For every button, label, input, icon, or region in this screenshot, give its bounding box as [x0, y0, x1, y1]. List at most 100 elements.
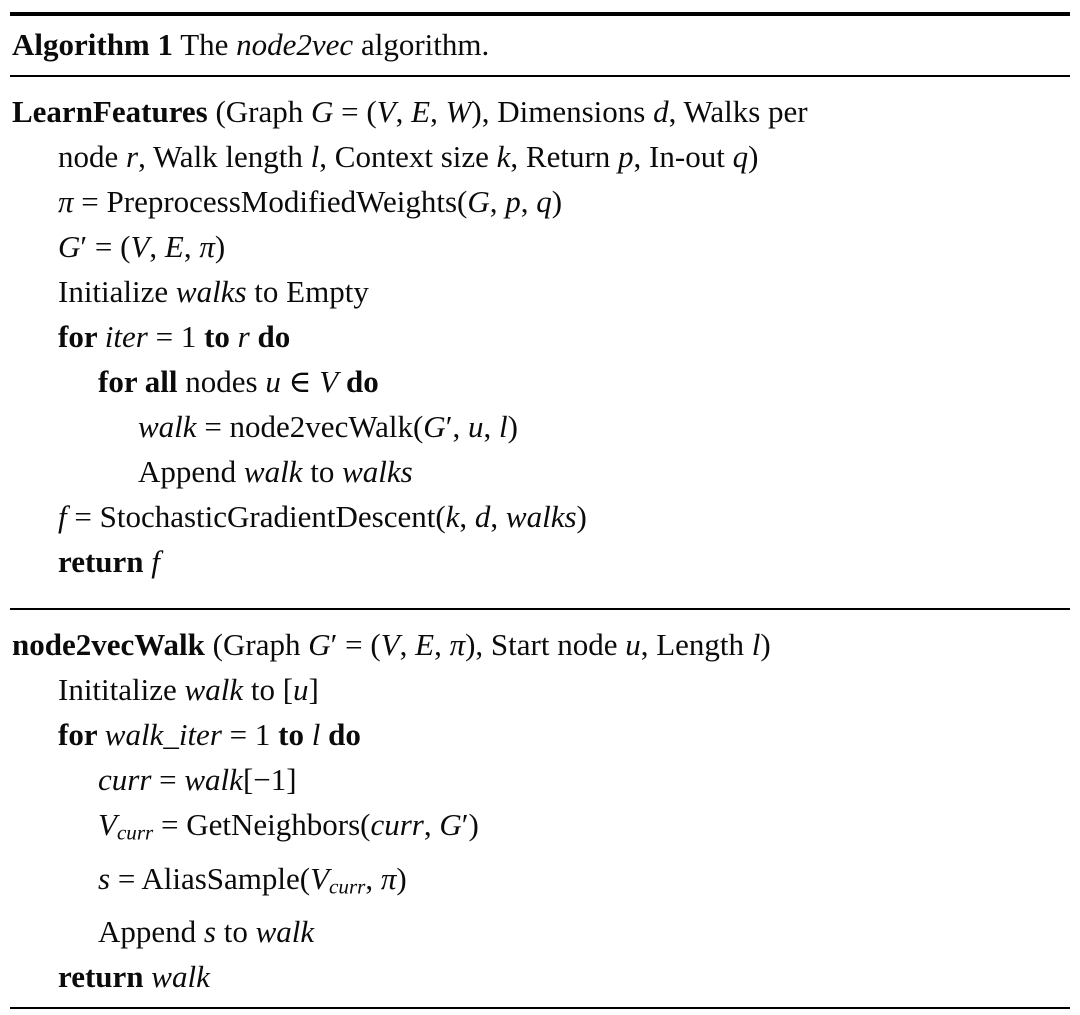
text-segment: d: [653, 94, 669, 129]
text-segment: p: [505, 184, 521, 219]
text-segment: W: [445, 94, 472, 129]
text-segment: ), Start node: [465, 627, 626, 662]
text-segment: do: [328, 717, 361, 752]
code-line: Append s to walk: [10, 909, 1070, 954]
text-segment: walks: [342, 454, 413, 489]
code-line: node2vecWalk (Graph G′ = (V, E, π), Star…: [10, 622, 1070, 667]
text-segment: ∈: [280, 364, 320, 399]
text-segment: ,: [183, 229, 200, 264]
text-segment: ), Dimensions: [471, 94, 654, 129]
text-segment: G: [423, 409, 446, 444]
text-segment: return: [58, 959, 152, 995]
code-line: return walk: [10, 954, 1070, 999]
text-segment: LearnFeatures: [12, 94, 208, 129]
algorithm-box: Algorithm 1 The node2vec algorithm. Lear…: [10, 12, 1070, 1010]
text-segment: Append: [138, 454, 244, 489]
code-line: Append walk to walks: [10, 449, 1070, 494]
text-segment: for all: [98, 364, 186, 399]
text-segment: = 1: [147, 319, 205, 354]
text-segment: ′,: [445, 409, 468, 444]
text-segment: ): [760, 627, 771, 662]
text-segment: do: [257, 319, 291, 354]
text-segment: ): [748, 139, 759, 174]
text-segment: = GetNeighbors(: [153, 807, 371, 842]
text-segment: (Graph: [207, 94, 312, 129]
code-line: node r, Walk length l, Context size k, R…: [10, 134, 1070, 179]
text-segment: to [: [243, 672, 294, 707]
text-segment: , Context size: [319, 139, 497, 174]
text-segment: = AliasSample(: [110, 860, 311, 896]
text-segment: l: [751, 627, 761, 662]
text-segment: for: [58, 319, 105, 354]
text-segment: walks: [505, 499, 577, 534]
text-segment: ,: [149, 229, 165, 264]
text-segment: E: [164, 229, 184, 264]
text-segment: ]: [308, 672, 319, 707]
text-segment: d: [474, 499, 491, 534]
text-segment: ′ = (: [80, 229, 131, 264]
text-segment: π: [58, 184, 74, 219]
code-line: π = PreprocessModifiedWeights(G, p, q): [10, 179, 1070, 224]
algorithm-caption: Algorithm 1 The node2vec algorithm.: [10, 16, 1070, 75]
text-segment: walks: [175, 274, 247, 309]
caption-rule: [10, 75, 1070, 77]
text-segment: , Walk length: [138, 139, 311, 174]
text-segment: = 1: [221, 717, 279, 752]
text-segment: Algorithm 1: [12, 27, 174, 62]
text-segment: to: [278, 717, 312, 752]
code-line: Inititalize walk to [u]: [10, 667, 1070, 712]
text-segment: q: [536, 184, 552, 219]
text-segment: π: [449, 627, 466, 662]
text-segment: ): [576, 499, 587, 534]
algorithm-block-node2vecwalk: node2vecWalk (Graph G′ = (V, E, π), Star…: [10, 610, 1070, 1007]
text-segment: E: [415, 627, 435, 662]
text-segment: do: [345, 364, 379, 399]
code-line: G′ = (V, E, π): [10, 224, 1070, 269]
text-segment: ): [551, 184, 563, 219]
code-line: curr = walk[−1]: [10, 757, 1070, 802]
text-segment: ,: [483, 409, 499, 444]
text-segment: ,: [434, 627, 450, 662]
text-segment: ,: [395, 94, 412, 129]
text-segment: = PreprocessModifiedWeights(: [73, 184, 468, 219]
text-segment: [−1]: [242, 762, 297, 797]
text-segment: = (: [333, 94, 377, 129]
text-segment: , In-out: [633, 139, 733, 174]
text-segment: V: [310, 860, 330, 896]
text-segment: =: [151, 762, 185, 797]
text-segment: G: [439, 807, 462, 842]
text-segment: walk: [138, 409, 197, 444]
code-line: s = AliasSample(Vcurr, π): [10, 856, 1070, 910]
text-segment: r: [237, 319, 250, 354]
text-segment: The: [173, 27, 237, 62]
text-segment: , Length: [640, 627, 752, 662]
text-segment: ): [507, 409, 518, 444]
text-segment: V: [130, 229, 150, 264]
text-segment: ,: [520, 184, 537, 219]
text-segment: (Graph: [204, 627, 309, 662]
text-segment: q: [732, 139, 749, 174]
text-segment: return: [58, 544, 152, 579]
text-segment: nodes: [185, 364, 266, 399]
text-segment: Initialize: [58, 274, 176, 309]
text-segment: G: [308, 627, 331, 662]
text-segment: π: [199, 229, 215, 264]
text-segment: G: [58, 229, 81, 264]
code-line: for walk_iter = 1 to l do: [10, 712, 1070, 757]
text-segment: V: [376, 94, 396, 129]
text-segment: to: [215, 914, 256, 950]
algorithm-block-learnfeatures: LearnFeatures (Graph G = (V, E, W), Dime…: [10, 77, 1070, 608]
text-segment: for: [58, 717, 105, 752]
code-line: for iter = 1 to r do: [10, 314, 1070, 359]
text-segment: = StochasticGradientDescent(: [66, 499, 446, 534]
text-segment: ,: [490, 499, 506, 534]
text-segment: ,: [365, 860, 381, 896]
code-line: for all nodes u ∈ V do: [10, 359, 1070, 404]
text-segment: ,: [399, 627, 416, 662]
text-segment: , Walks per: [668, 94, 808, 129]
text-segment: k: [445, 499, 460, 534]
code-line: LearnFeatures (Graph G = (V, E, W), Dime…: [10, 89, 1070, 134]
text-segment: = node2vecWalk(: [196, 409, 424, 444]
text-segment: s: [98, 860, 111, 896]
text-segment: ′): [461, 807, 479, 842]
